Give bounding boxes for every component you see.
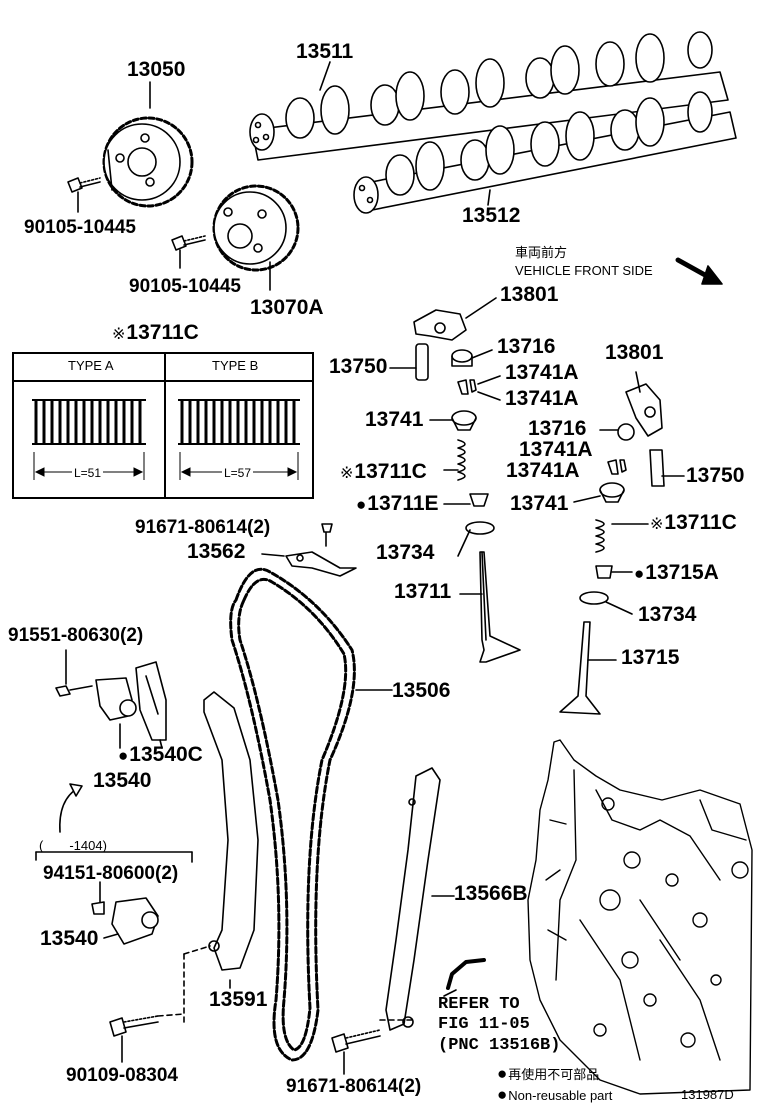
- camshaft-13511-drawing: [249, 31, 729, 161]
- stem-seal-13711E: [443, 493, 489, 507]
- lash-adjuster-13750-a: [389, 343, 429, 381]
- label-90109: 90109-08304: [66, 1065, 178, 1086]
- keepers-13741A-b: [607, 459, 627, 475]
- keepers-13741A-a: [457, 375, 501, 401]
- lash-adjuster-13750-b: [649, 449, 685, 487]
- bolt-90105-b: [171, 235, 206, 269]
- label-13741A-a1: 13741A: [505, 361, 579, 384]
- chain-damper-13566B-drawing: [385, 767, 455, 1031]
- label-13562: 13562: [187, 540, 246, 563]
- chain-guide-13562-drawing: [261, 523, 357, 577]
- label-13741-b: 13741: [510, 492, 569, 515]
- washer-13734-a: [457, 521, 495, 557]
- label-13070A: 13070A: [250, 296, 324, 319]
- legend-jp: 再使用不可部品: [497, 1064, 599, 1085]
- label-13711C-a: 13711C: [340, 461, 426, 484]
- label-13566B: 13566B: [454, 882, 528, 905]
- label-13715A: 13715A: [634, 562, 719, 584]
- refer-line-2: FIG 11-05: [438, 1015, 530, 1034]
- label-13734-b: 13734: [638, 603, 697, 626]
- label-13540-b: 13540: [40, 927, 99, 950]
- refer-line-3: (PNC 13516B): [438, 1036, 561, 1055]
- label-13506: 13506: [392, 679, 451, 702]
- label-13711E: 13711E: [356, 493, 438, 515]
- stem-seal-13715A: [595, 565, 633, 579]
- valve-13715: [559, 621, 617, 715]
- chain-tensioner-13540-b-drawing: [91, 881, 159, 945]
- cam-gear-13070A-drawing: [212, 184, 300, 272]
- label-13512: 13512: [462, 204, 521, 227]
- label-91671-top: 91671-80614(2): [135, 517, 271, 538]
- type-b-heading: TYPE B: [212, 358, 259, 373]
- spring-type-table-header: [14, 354, 312, 382]
- label-13711C-b: 13711C: [650, 512, 736, 535]
- label-13591: 13591: [209, 988, 268, 1011]
- label-13711: 13711: [394, 580, 452, 603]
- camshaft-13512-drawing: [353, 91, 737, 214]
- label-90105-a: 90105-10445: [24, 217, 136, 238]
- label-13716-b: 13716: [528, 417, 587, 440]
- type-a-length: L=51: [72, 466, 104, 480]
- label-13711C-table: 13711C: [112, 322, 198, 345]
- cam-gear-13050-drawing: [102, 116, 194, 208]
- label-13801-b: 13801: [605, 341, 664, 364]
- bolt-90109-drawing: [109, 1013, 185, 1063]
- type-a-heading: TYPE A: [68, 358, 114, 373]
- label-13741A-b1: 13741A: [519, 438, 593, 461]
- washer-13734-b: [579, 591, 633, 615]
- legend-en: Non-reusable part: [497, 1085, 612, 1106]
- refer-line-1: REFER TO: [438, 995, 520, 1014]
- bolt-91671-bottom-drawing: [331, 1029, 381, 1075]
- chain-tensioner-13540-drawing: [55, 649, 167, 749]
- label-90105-b: 90105-10445: [129, 276, 241, 297]
- label-13801-a: 13801: [500, 283, 559, 306]
- label-13741A-b2: 13741A: [506, 459, 580, 482]
- oil-jet-drawing: [443, 958, 486, 997]
- label-13750-b: 13750: [686, 464, 745, 487]
- direction-jp: 車両前方: [515, 245, 568, 260]
- type-b-length: L=57: [222, 466, 254, 480]
- spring-type-illustrations: [32, 399, 300, 480]
- spring-type-table: TYPE A TYPE B L=51 L=57: [12, 352, 314, 499]
- label-13511: 13511: [296, 40, 354, 63]
- label-13716-a: 13716: [497, 335, 556, 358]
- spring-type-table-divider: [164, 354, 166, 497]
- label-94151: 94151-80600(2): [43, 863, 179, 884]
- label-13050: 13050: [127, 58, 186, 81]
- label-13750-a: 13750: [329, 355, 388, 378]
- rocker-arm-13801-a: [413, 297, 497, 341]
- label-13741A-a2: 13741A: [505, 387, 579, 410]
- label-13540-a: 13540: [93, 769, 152, 792]
- engine-block-drawing: [527, 739, 753, 1095]
- figure-id: 131987D: [681, 1087, 734, 1102]
- label-13540C: 13540C: [118, 744, 203, 766]
- rocker-arm-13801-b: [625, 371, 663, 437]
- valve-spring-b: [595, 519, 649, 553]
- valve-13711: [459, 551, 521, 663]
- shim-13716-b: [599, 423, 635, 441]
- label-91551: 91551-80630(2): [8, 625, 144, 646]
- label-91671-bottom: 91671-80614(2): [286, 1076, 422, 1097]
- date-range-label: ( -1404): [39, 838, 107, 853]
- label-13715: 13715: [621, 646, 680, 669]
- retainer-13741-b: [573, 482, 625, 503]
- bolt-90105-a: [67, 177, 101, 213]
- timing-chain-13506-drawing: [229, 567, 356, 1062]
- curved-arrow: [59, 783, 83, 833]
- direction-en: VEHICLE FRONT SIDE: [515, 263, 653, 278]
- shim-13716-a: [451, 349, 493, 367]
- valve-spring-a: [443, 439, 466, 481]
- chain-slipper-13591-drawing: [203, 691, 259, 989]
- label-13741-a: 13741: [365, 408, 424, 431]
- retainer-13741-a: [429, 410, 477, 431]
- label-13734-a: 13734: [376, 541, 435, 564]
